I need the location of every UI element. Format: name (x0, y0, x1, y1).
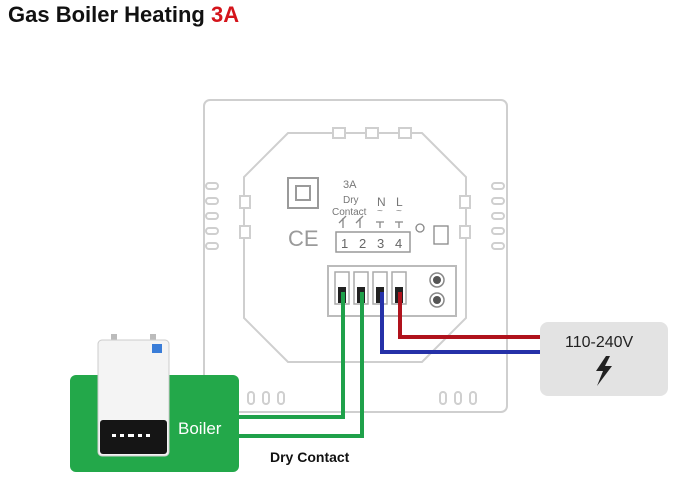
double-insulation-icon (287, 177, 319, 209)
terminal-4-label: 4 (395, 236, 402, 251)
neutral-wire (380, 292, 541, 354)
terminal-3-label: 3 (377, 236, 384, 251)
dry-contact-label-line2: Contact (332, 207, 367, 218)
octagon-tabs (239, 127, 471, 239)
right-vent-slots (491, 182, 505, 250)
power-voltage-label: 110-240V (565, 334, 634, 351)
l-label: L (396, 195, 403, 209)
terminal-number-strip (335, 231, 411, 253)
boiler-appliance-icon (97, 334, 170, 457)
page-title: Gas Boiler Heating 3A (8, 2, 239, 28)
contact-symbols (338, 215, 449, 245)
terminal-1-label: 1 (341, 236, 348, 251)
dry-contact-wire-1 (237, 292, 345, 419)
title-accent: 3A (210, 2, 240, 27)
left-vent-slots (205, 182, 219, 250)
dry-contact-label-line1: Dry (343, 195, 359, 206)
terminal-2-label: 2 (359, 236, 366, 251)
dry-contact-wire-2 (237, 292, 364, 438)
boiler-label: Boiler (178, 419, 222, 438)
live-wire (398, 292, 541, 339)
rating-label: 3A (343, 179, 357, 191)
dry-contact-caption: Dry Contact (270, 449, 350, 465)
svg-text:~: ~ (396, 206, 402, 217)
title-main: Gas Boiler Heating (8, 2, 205, 27)
bottom-vent-slots (247, 391, 477, 405)
n-label: N (377, 195, 386, 209)
ce-mark: CE (288, 226, 319, 251)
lightning-bolt-icon (596, 356, 612, 386)
svg-text:~: ~ (377, 206, 383, 217)
